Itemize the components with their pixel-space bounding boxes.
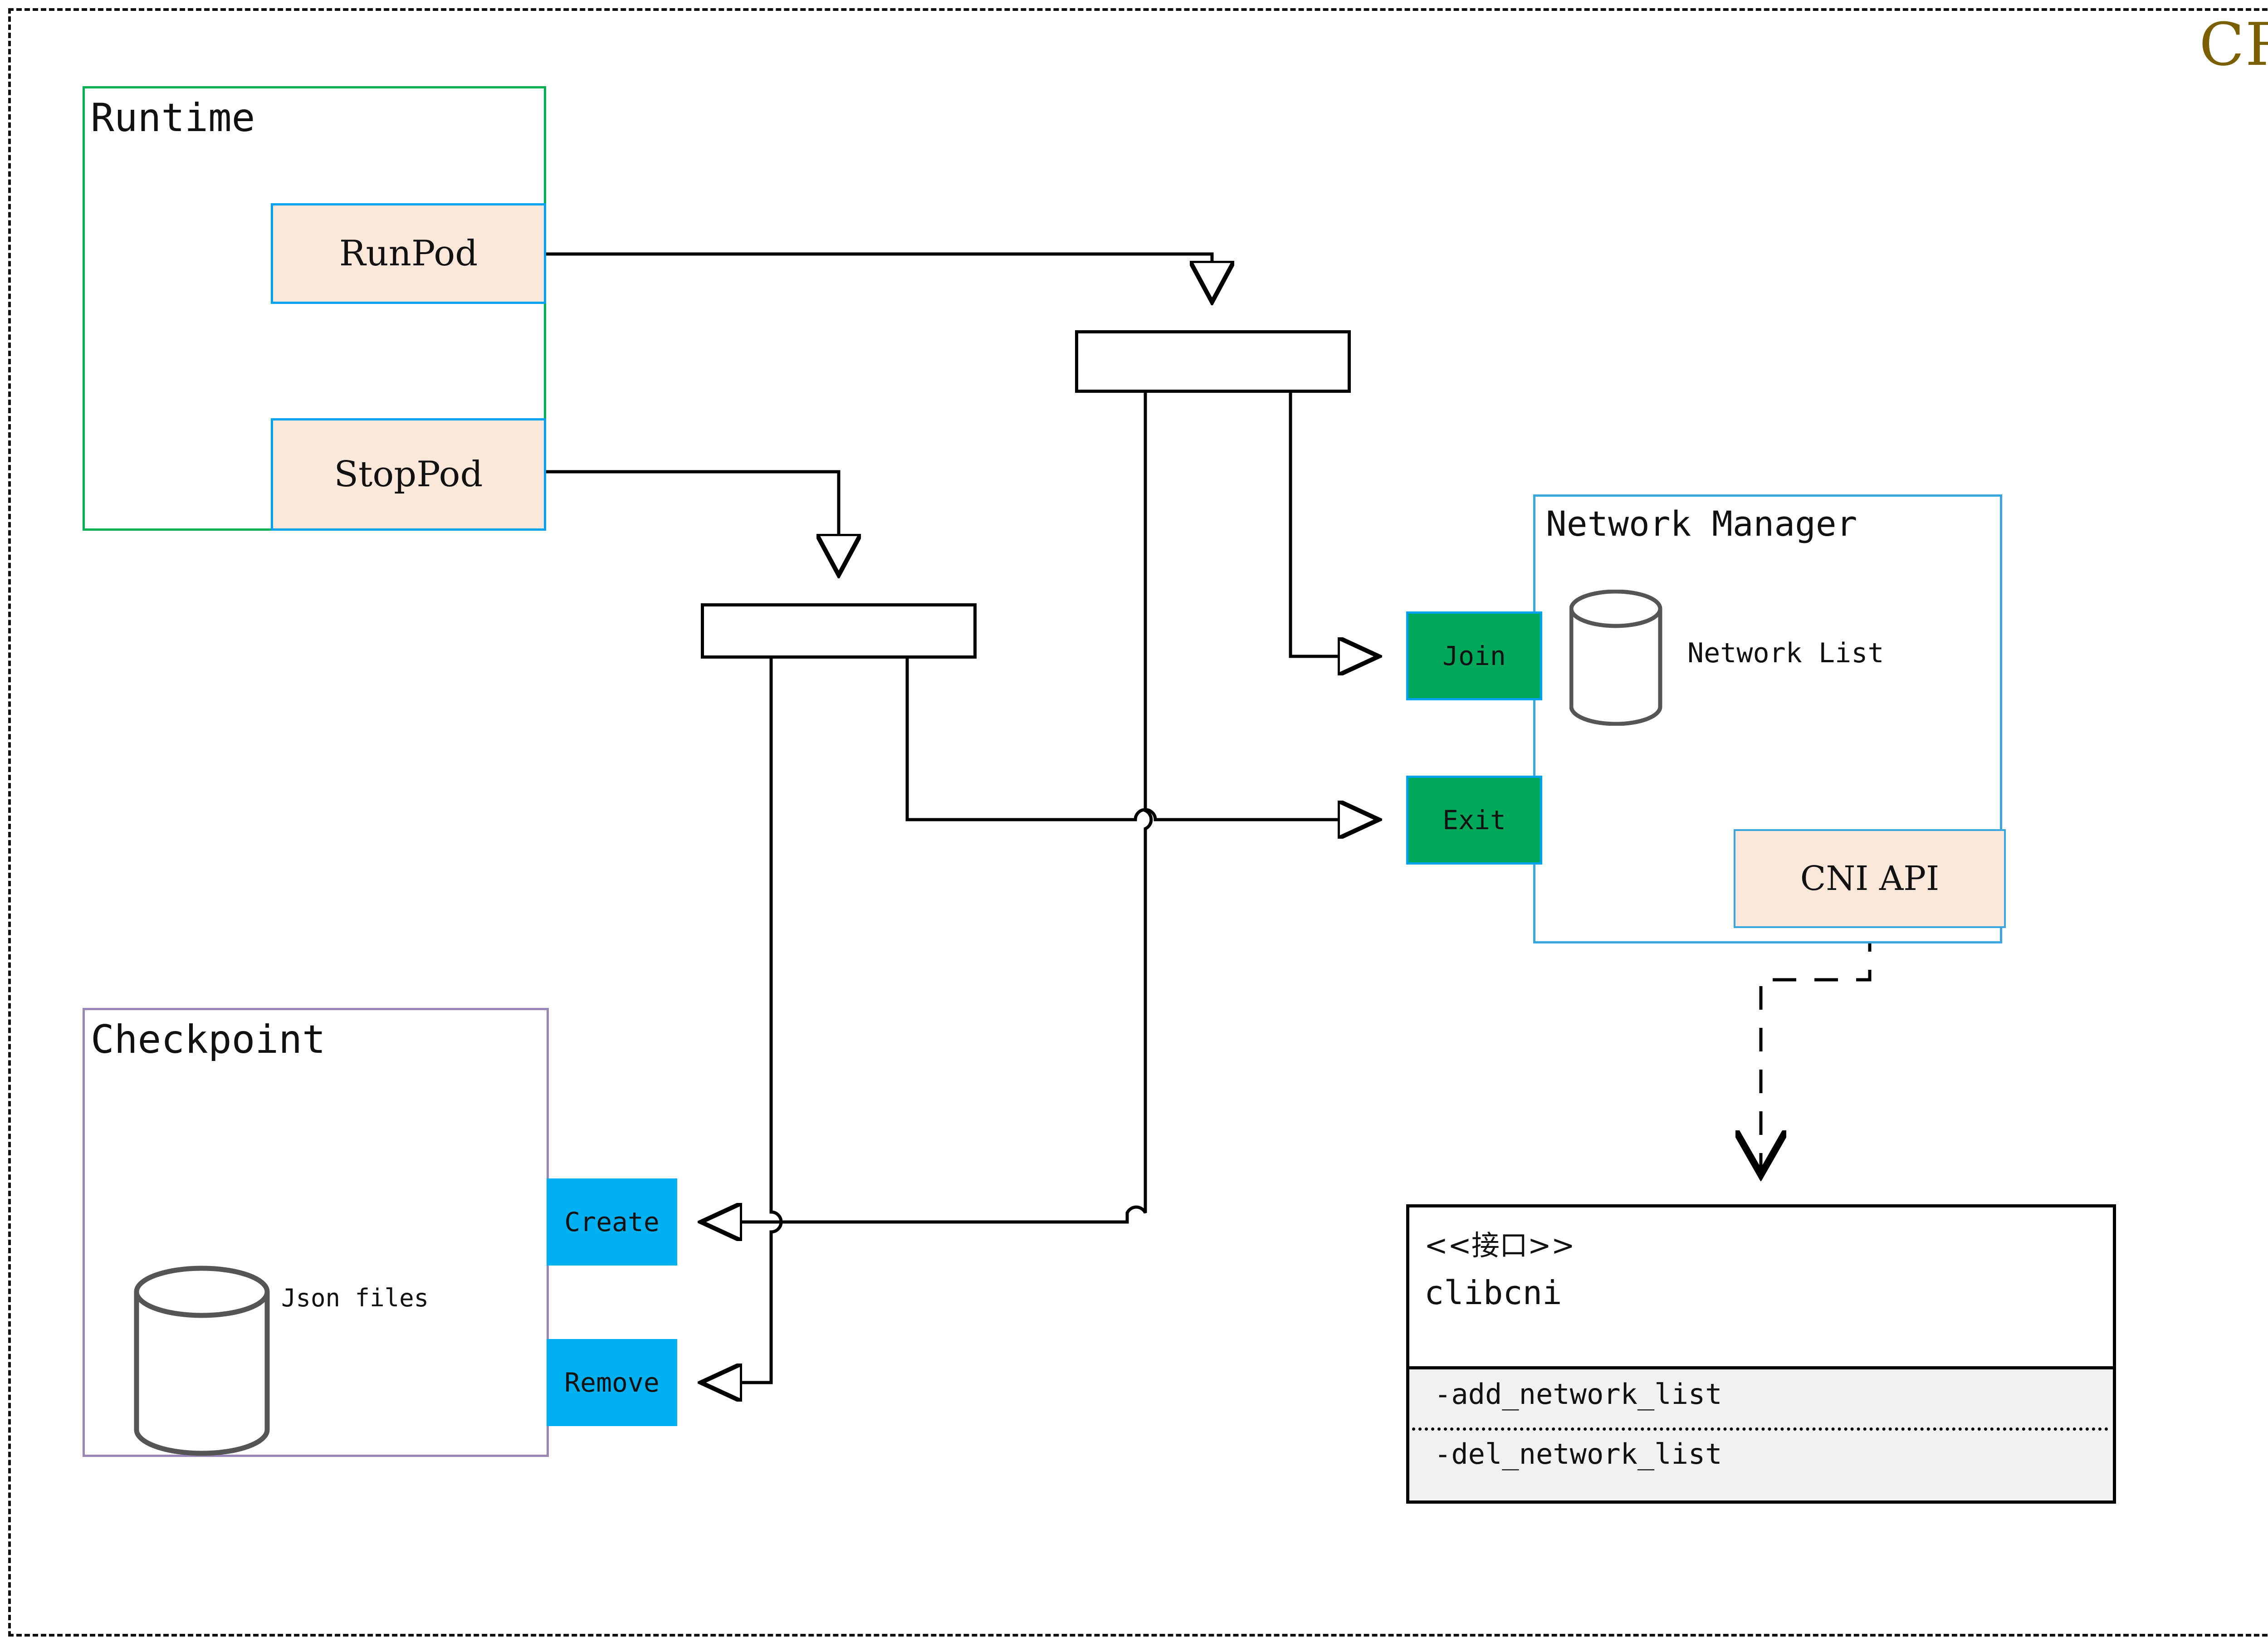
create-port[interactable]: Create [547,1178,677,1266]
page-title: CRI [2199,10,2268,79]
runtime-title: Runtime [91,95,255,141]
join-port[interactable]: Join [1406,611,1542,700]
interface-stereotype: <<接口>> [1424,1229,1575,1262]
cylinder-icon [134,1266,270,1456]
interface-operations: -add_network_list -del_network_list [1409,1366,2113,1500]
runpod-block[interactable]: RunPod [271,203,546,304]
network-manager-title: Network Manager [1546,503,1857,544]
operation-item: -del_network_list [1434,1437,1722,1471]
json-files-label: Json files [281,1284,429,1312]
cylinder-icon [1569,590,1662,726]
runpod-fork-box [1075,330,1351,393]
remove-port[interactable]: Remove [547,1339,677,1426]
operation-item: -add_network_list [1434,1378,1722,1411]
network-list-label: Network List [1687,637,1884,669]
stoppod-block[interactable]: StopPod [271,418,546,531]
checkpoint-title: Checkpoint [91,1017,326,1062]
interface-name: clibcni [1424,1274,1562,1312]
outer-dashed-frame [8,8,2268,1637]
stoppod-fork-box [701,603,977,659]
operations-divider [1412,1427,2108,1431]
cni-api-block[interactable]: CNI API [1734,829,2006,928]
exit-port[interactable]: Exit [1406,776,1542,865]
